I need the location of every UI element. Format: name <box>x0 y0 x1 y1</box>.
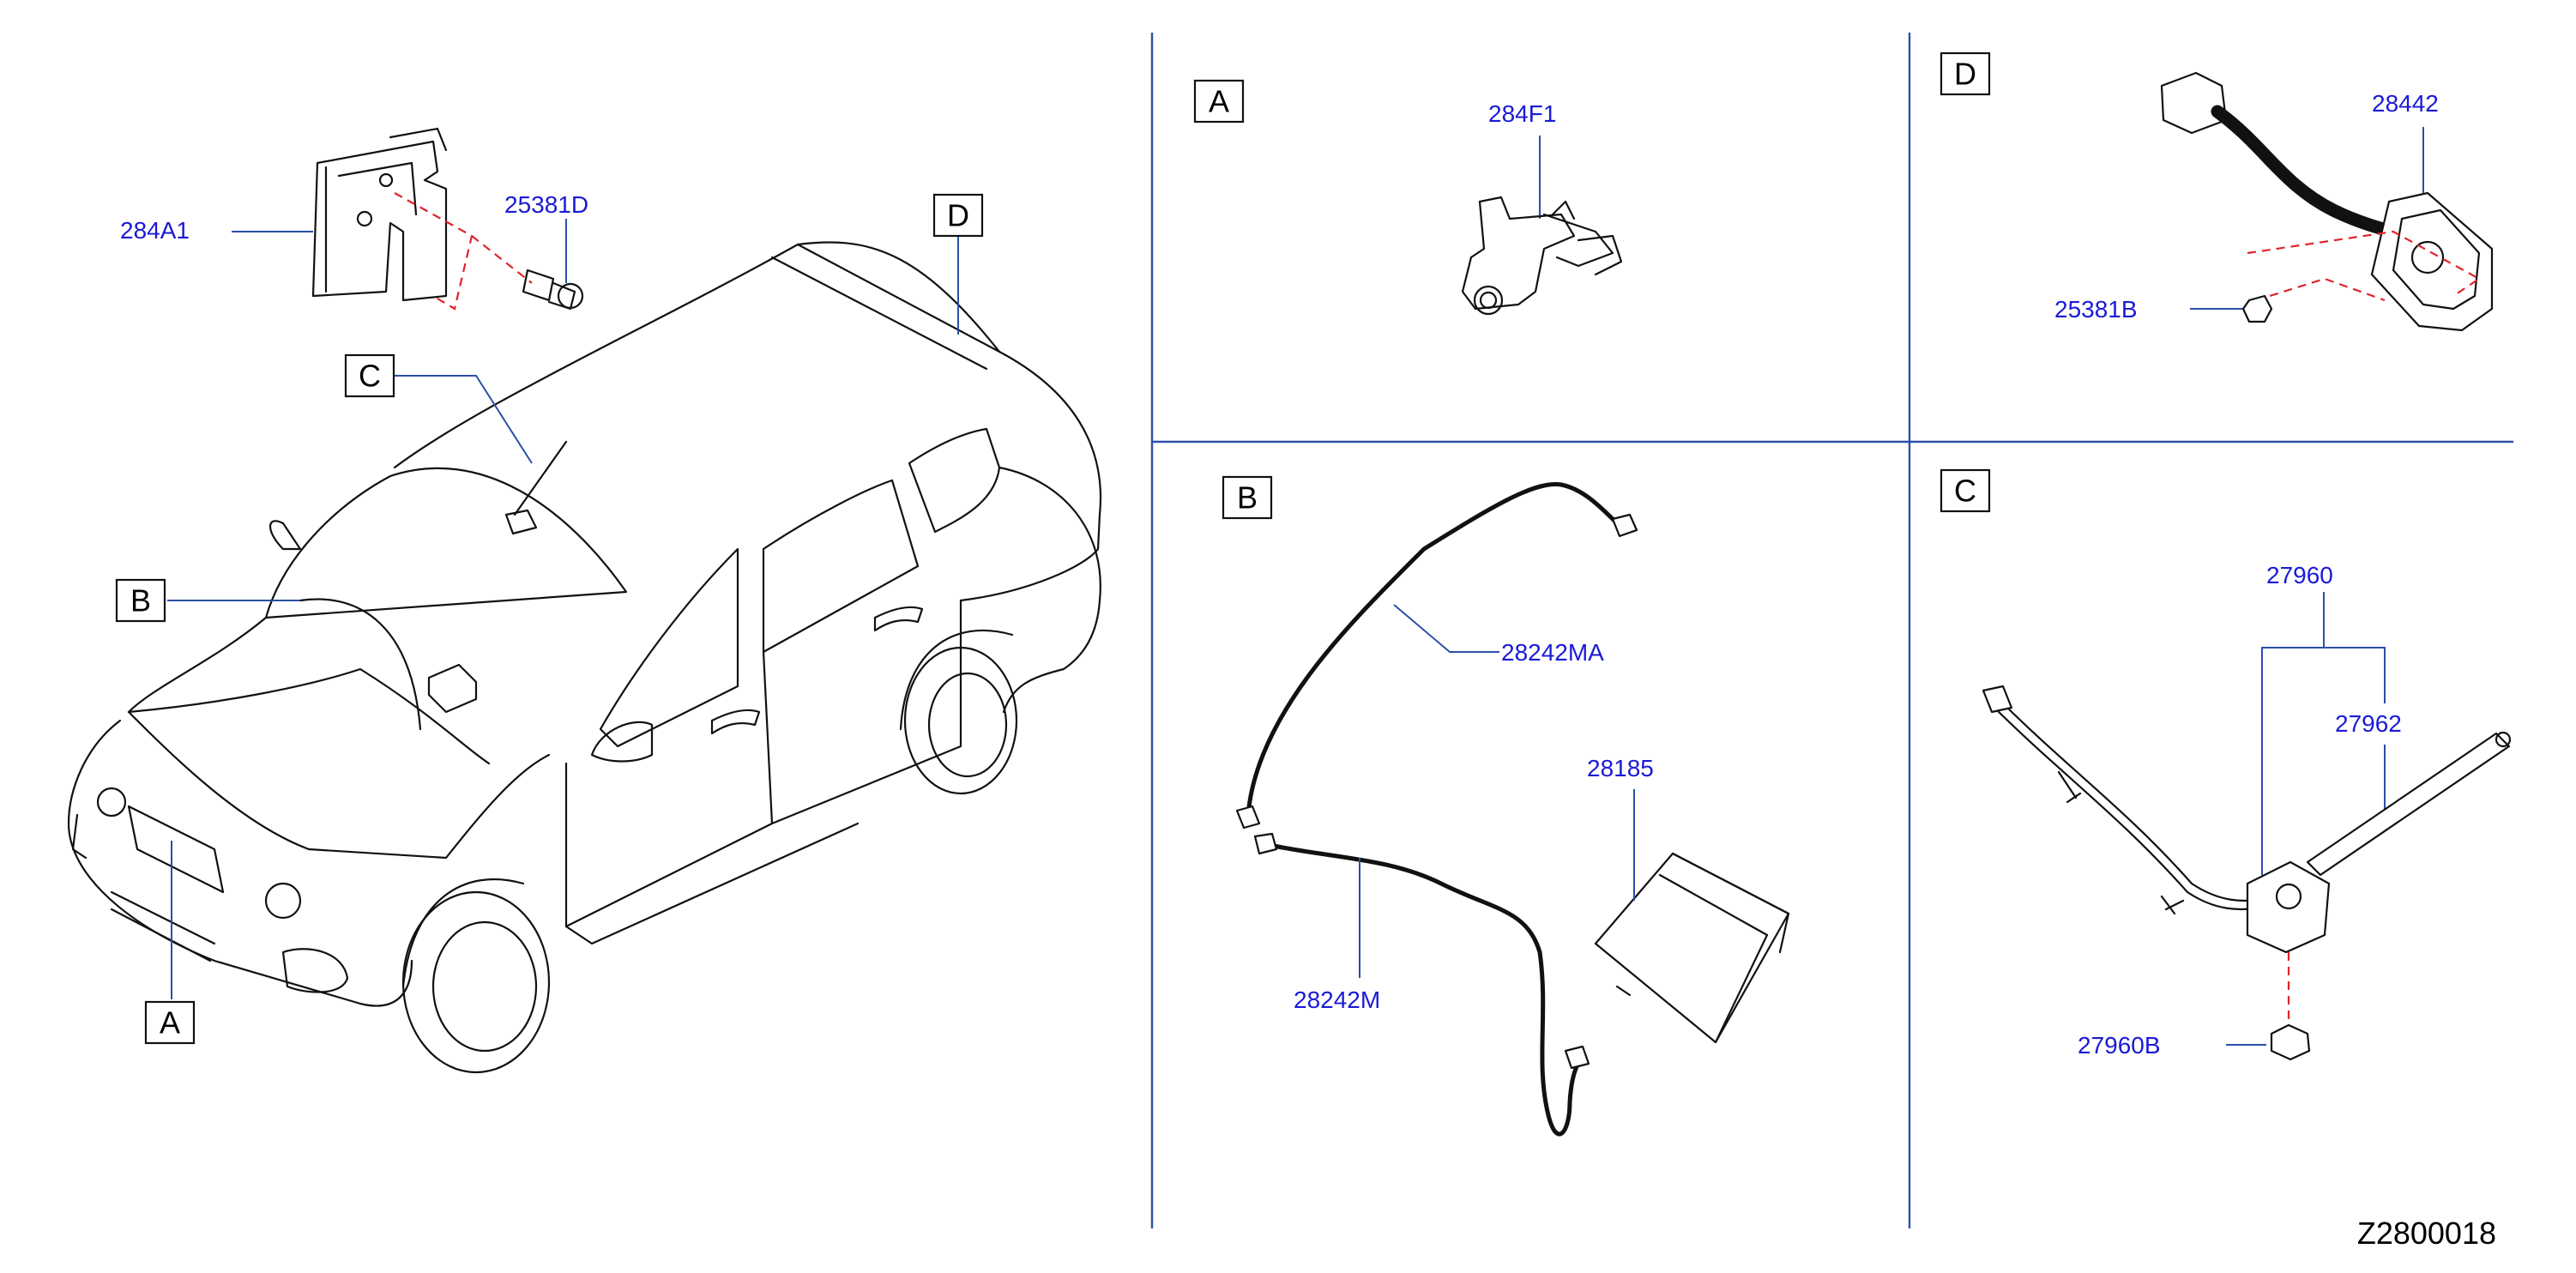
overview-callout-d: D <box>932 193 984 335</box>
camera-284f1 <box>1461 196 1623 316</box>
unit-28185 <box>1594 852 1790 1044</box>
panel-dividers <box>1150 33 2513 1228</box>
section-d-letter: D <box>1954 57 1976 92</box>
part-label-27962: 27962 <box>2335 710 2402 737</box>
part-label-28242m: 28242M <box>1294 986 1380 1013</box>
callout-letter-b: B <box>130 583 151 618</box>
overview-callout-a: A <box>144 841 196 1045</box>
camera-28442 <box>2160 71 2494 332</box>
vehicle-illustration <box>67 241 1102 1074</box>
section-b-letter: B <box>1237 480 1258 516</box>
section-a: A 284F1 <box>1193 79 1623 316</box>
part-label-284f1: 284F1 <box>1488 100 1556 127</box>
part-label-28442: 28442 <box>2372 90 2439 117</box>
section-c: C 27960 27962 27960B <box>1940 468 2512 1061</box>
part-label-25381b: 25381B <box>2054 296 2138 323</box>
part-label-27960: 27960 <box>2266 562 2333 588</box>
label-25381d: 25381D <box>504 191 588 283</box>
section-d: D 28442 25381B <box>1940 51 2494 332</box>
part-label-284a1: 284A1 <box>120 217 190 244</box>
section-c-letter: C <box>1954 474 1976 509</box>
harness-28242m <box>1253 832 1590 1137</box>
overview-callout-b: B <box>115 578 300 623</box>
label-284a1: 284A1 <box>120 217 313 244</box>
part-label-25381d: 25381D <box>504 191 588 218</box>
part-label-28242ma: 28242MA <box>1501 639 1604 666</box>
harness-28242ma <box>1235 481 1638 830</box>
section-b: B 28242MA 28242M 28185 <box>1222 475 1790 1137</box>
callout-letter-d: D <box>947 198 969 233</box>
overview-callout-c: C <box>344 353 533 464</box>
bracket-part <box>311 127 584 311</box>
antenna-27960 <box>1982 685 2512 1061</box>
callout-letter-c: C <box>359 359 381 394</box>
section-a-letter: A <box>1209 84 1229 119</box>
diagram-code: Z2800018 <box>2357 1216 2496 1251</box>
part-label-28185: 28185 <box>1587 755 1654 781</box>
part-label-27960b: 27960B <box>2078 1032 2161 1059</box>
callout-letter-a: A <box>160 1005 180 1041</box>
